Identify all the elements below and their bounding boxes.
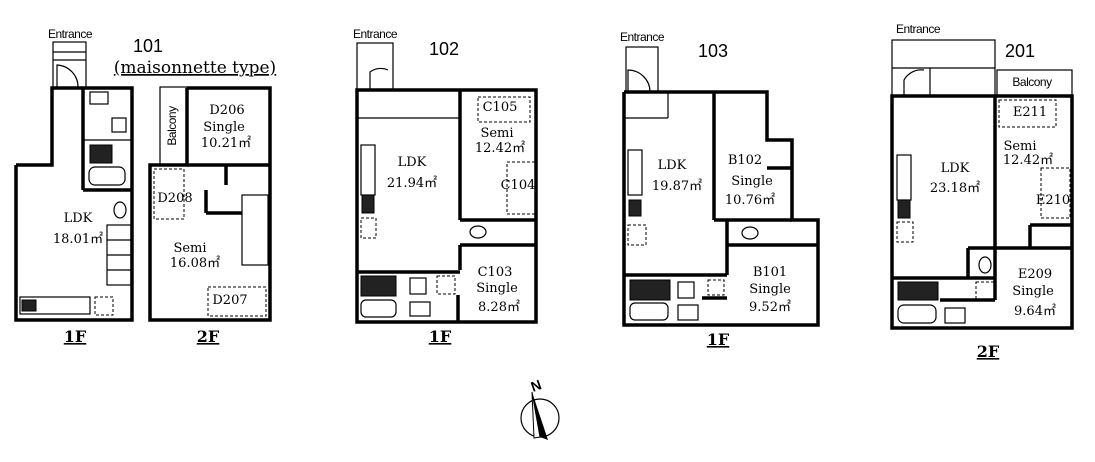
room-area: 23.18㎡ [930,181,980,196]
unit-103: Entrance 103 LDK 19.87㎡ B102 Single 10.7… [620,30,820,349]
balcony-label: Balcony [165,106,179,146]
room-type: Single [749,282,791,297]
stove-icon [361,194,375,214]
room-name: C103 [478,265,513,280]
room-name: LDK [941,161,970,176]
unit-number: 102 [429,39,459,59]
room-name: LDK [398,155,427,170]
drain-icon [677,281,695,299]
toilet-icon [113,201,127,219]
sink-icon [677,304,699,321]
unit-102: Entrance 102 LDK 21.94㎡ C105 Semi 12.42㎡… [353,27,538,346]
unit-number: 201 [1005,41,1035,61]
compass-icon: N [520,376,560,440]
balcony-label: Balcony [1012,75,1052,89]
entrance-label: Entrance [620,30,665,44]
sink-icon [409,301,431,317]
room-area: 12.42㎡ [475,141,525,156]
door-icon [56,64,79,89]
entrance-label: Entrance [353,27,398,41]
unit-subtitle: (maisonnette type) [114,58,276,78]
room-name: B102 [728,153,762,168]
room-name: Semi [1003,139,1036,154]
room-name: B101 [753,265,787,280]
sink-icon [944,307,966,324]
entrance-label: Entrance [896,22,941,36]
entrance-label: Entrance [48,27,93,41]
room-area: 16.08㎡ [170,256,220,271]
unit-number: 103 [698,41,728,61]
floor-label: 2F [197,327,220,346]
north-label: N [529,376,544,394]
unit-201: Entrance 201 Balcony LDK 23.18㎡ E211 Sem… [890,22,1074,361]
bathtub-icon [360,299,397,318]
room-name: Semi [173,241,206,256]
room-name: D208 [157,191,192,206]
room-type: Single [1012,284,1054,299]
bathtub-icon [629,302,669,321]
kitchen-counter-icon [896,154,912,201]
kitchen-counter-icon [19,296,91,315]
door-icon [369,67,389,90]
door-icon [627,69,651,93]
room-area: 12.42㎡ [1003,153,1053,168]
entrance-stairs [625,46,659,93]
floor-label: 2F [977,342,1000,361]
room-area: 9.64㎡ [1014,304,1056,319]
room-name: LDK [64,211,93,226]
stove-icon [628,199,642,217]
stove-icon [897,199,911,219]
unit-101: Entrance 101 (maisonnette type) LDK 18.0… [14,27,276,346]
room-area: 10.21㎡ [201,136,251,151]
room-area: 18.01㎡ [53,232,103,247]
room-name: E211 [1013,105,1047,120]
door-icon [903,69,925,96]
toilet-icon [741,226,759,240]
kitchen-counter-icon [360,144,376,196]
room-name: E210 [1036,193,1070,208]
toilet-icon [469,225,487,239]
drain-icon [409,277,427,295]
sink-icon [89,91,109,105]
room-area: 10.76㎡ [725,193,775,208]
floor-label: 1F [429,327,452,346]
room-area: 9.52㎡ [749,300,791,315]
floor-1f-plan: LDK 18.01㎡ 1F [14,41,134,346]
bathtub-icon [88,166,126,186]
stairs [241,194,269,266]
room-name: LDK [658,158,687,173]
floor-2f-plan: Balcony D206 Single 10.21㎡ D208 Semi 16.… [148,86,272,346]
room-name: C105 [483,100,518,115]
room-name: C104 [501,178,536,193]
room-name: D207 [212,293,247,308]
shower-floor-icon [360,275,397,297]
room-area: 8.28㎡ [478,300,520,315]
stove-icon [21,299,37,312]
floor-label: 1F [64,327,87,346]
floor-label: 1F [707,330,730,349]
kitchen-counter-icon [627,149,643,196]
room-name: Semi [480,126,513,141]
bathtub-icon [897,304,937,324]
shower-floor-icon [897,281,939,301]
entrance-stairs [356,42,394,91]
shower-floor-icon [629,279,671,301]
shower-floor-icon [89,144,113,164]
unit-number: 101 [133,36,163,56]
room-type: Single [476,281,518,296]
room-name: E209 [1018,267,1052,282]
toilet-icon [978,256,992,274]
room-type: Single [203,120,245,135]
room-area: 19.87㎡ [652,179,702,194]
room-area: 21.94㎡ [387,176,437,191]
room-type: Single [731,174,773,189]
drain-icon [111,117,127,133]
room-name: D206 [209,103,244,118]
